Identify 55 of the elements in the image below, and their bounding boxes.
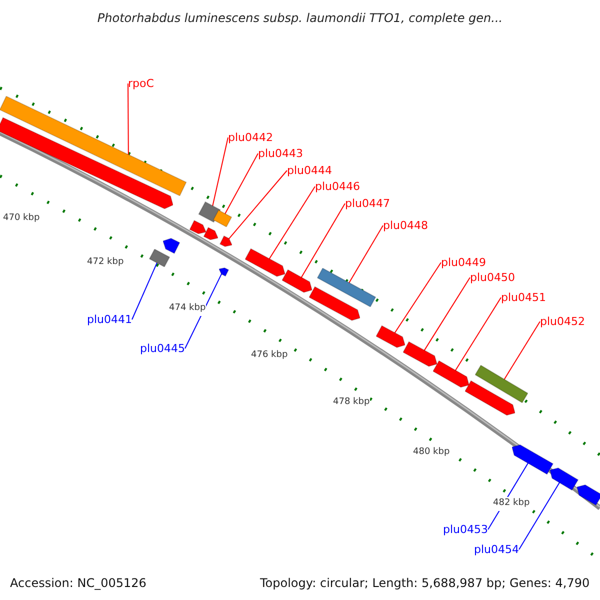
gene-feature (0, 117, 173, 209)
gene-feature (163, 238, 180, 254)
gene-label: plu0451 (501, 291, 546, 304)
gene-label: plu0449 (441, 256, 486, 269)
gene-label: plu0454 (474, 543, 520, 556)
gene-block (317, 268, 376, 307)
gene-block (149, 249, 170, 267)
leader-line (228, 170, 288, 240)
leader-line (224, 153, 258, 215)
gene-feature (577, 484, 600, 506)
gene-label: plu0444 (287, 164, 332, 177)
scale-label: 474 kbp (169, 302, 206, 316)
leader-line (268, 186, 316, 260)
leader-line (504, 321, 540, 380)
leader-line (184, 273, 222, 349)
gene-label: plu0443 (258, 147, 304, 160)
leader-line (212, 137, 228, 207)
gene-label: plu0450 (470, 271, 516, 284)
gene-label: plu0441 (87, 313, 132, 326)
gene-label: plu0445 (140, 342, 186, 355)
gene-block (0, 96, 187, 196)
leader-line (348, 225, 384, 284)
gene-feature (376, 325, 405, 348)
gene-feature (219, 267, 229, 277)
gene-label: plu0452 (540, 315, 586, 328)
leader-line (518, 482, 560, 550)
gene-label: plu0442 (228, 131, 274, 144)
footer-text: Accession: NC_005126 (10, 575, 146, 592)
gene-feature (550, 467, 579, 491)
leader-line (424, 277, 470, 352)
leader-line (128, 83, 129, 156)
gene-feature (465, 380, 515, 416)
gene-feature (403, 341, 437, 367)
gene-label: plu0447 (345, 197, 390, 210)
gene-feature (203, 227, 218, 240)
gene-block (213, 210, 232, 227)
leader-line (454, 297, 502, 372)
footer-text: Topology: circular; Length: 5,688,987 bp; Genes: 4,790 (260, 575, 590, 592)
gene-feature (433, 360, 469, 388)
gene-feature (309, 286, 360, 321)
leader-line (300, 203, 346, 278)
gene-label: plu0453 (443, 523, 488, 536)
gene-feature (282, 269, 312, 293)
gene-feature (219, 235, 232, 247)
scale-label: 482 kbp (493, 497, 530, 510)
leader-line (132, 262, 158, 320)
gene-label: plu0446 (315, 180, 360, 193)
gene-feature (245, 248, 285, 277)
gene-label: plu0448 (383, 219, 428, 232)
gene-feature (189, 220, 206, 234)
map-title: Photorhabdus luminescens subsp. laumondii TTO1, complete gen... (96, 10, 504, 27)
gene-feature (512, 444, 554, 475)
leader-line (394, 262, 442, 334)
gene-block (475, 365, 528, 403)
gene-label: rpoC (128, 77, 154, 90)
